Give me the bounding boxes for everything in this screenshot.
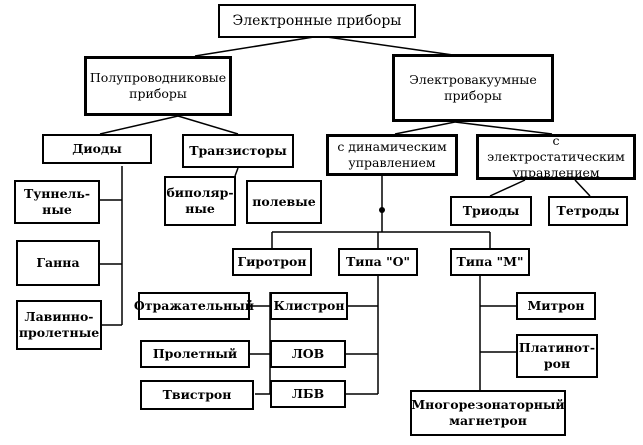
node-diodes: Диоды xyxy=(42,134,152,164)
node-platinotron: Платинот- рон xyxy=(516,334,598,378)
node-tetrodes: Тетроды xyxy=(548,196,628,226)
node-electrostatic: с электростатическим управлением xyxy=(476,133,636,180)
node-tunnel: Туннель- ные xyxy=(14,180,100,224)
node-semiconductor: Полупроводниковые приборы xyxy=(84,56,232,116)
node-twistron: Твистрон xyxy=(140,380,254,410)
node-twt: ЛБВ xyxy=(270,380,346,408)
node-klystron: Клистрон xyxy=(270,292,348,320)
node-transistors: Транзисторы xyxy=(182,134,294,168)
node-bwo: ЛОВ xyxy=(270,340,346,368)
node-reflex: Отражательный xyxy=(134,292,254,320)
junction-dot xyxy=(379,207,385,213)
node-field: полевые xyxy=(246,180,322,224)
node-transit: Пролетный xyxy=(140,340,250,368)
node-triodes: Триоды xyxy=(450,196,532,226)
node-magnetron: Многорезонаторный магнетрон xyxy=(410,390,566,436)
node-dynamic: с динамическим управлением xyxy=(326,134,458,176)
node-gunn: Ганна xyxy=(16,240,100,286)
node-type-o: Типа "О" xyxy=(338,248,418,276)
node-bipolar: биполяр- ные xyxy=(164,176,236,226)
node-type-m: Типа "М" xyxy=(450,248,530,276)
node-gyrotron: Гиротрон xyxy=(232,248,312,276)
node-avalanche: Лавинно- пролетные xyxy=(16,300,102,350)
node-root: Электронные приборы xyxy=(218,4,416,38)
node-mitron: Митрон xyxy=(516,292,596,320)
node-vacuum: Электровакуумные приборы xyxy=(392,54,554,122)
